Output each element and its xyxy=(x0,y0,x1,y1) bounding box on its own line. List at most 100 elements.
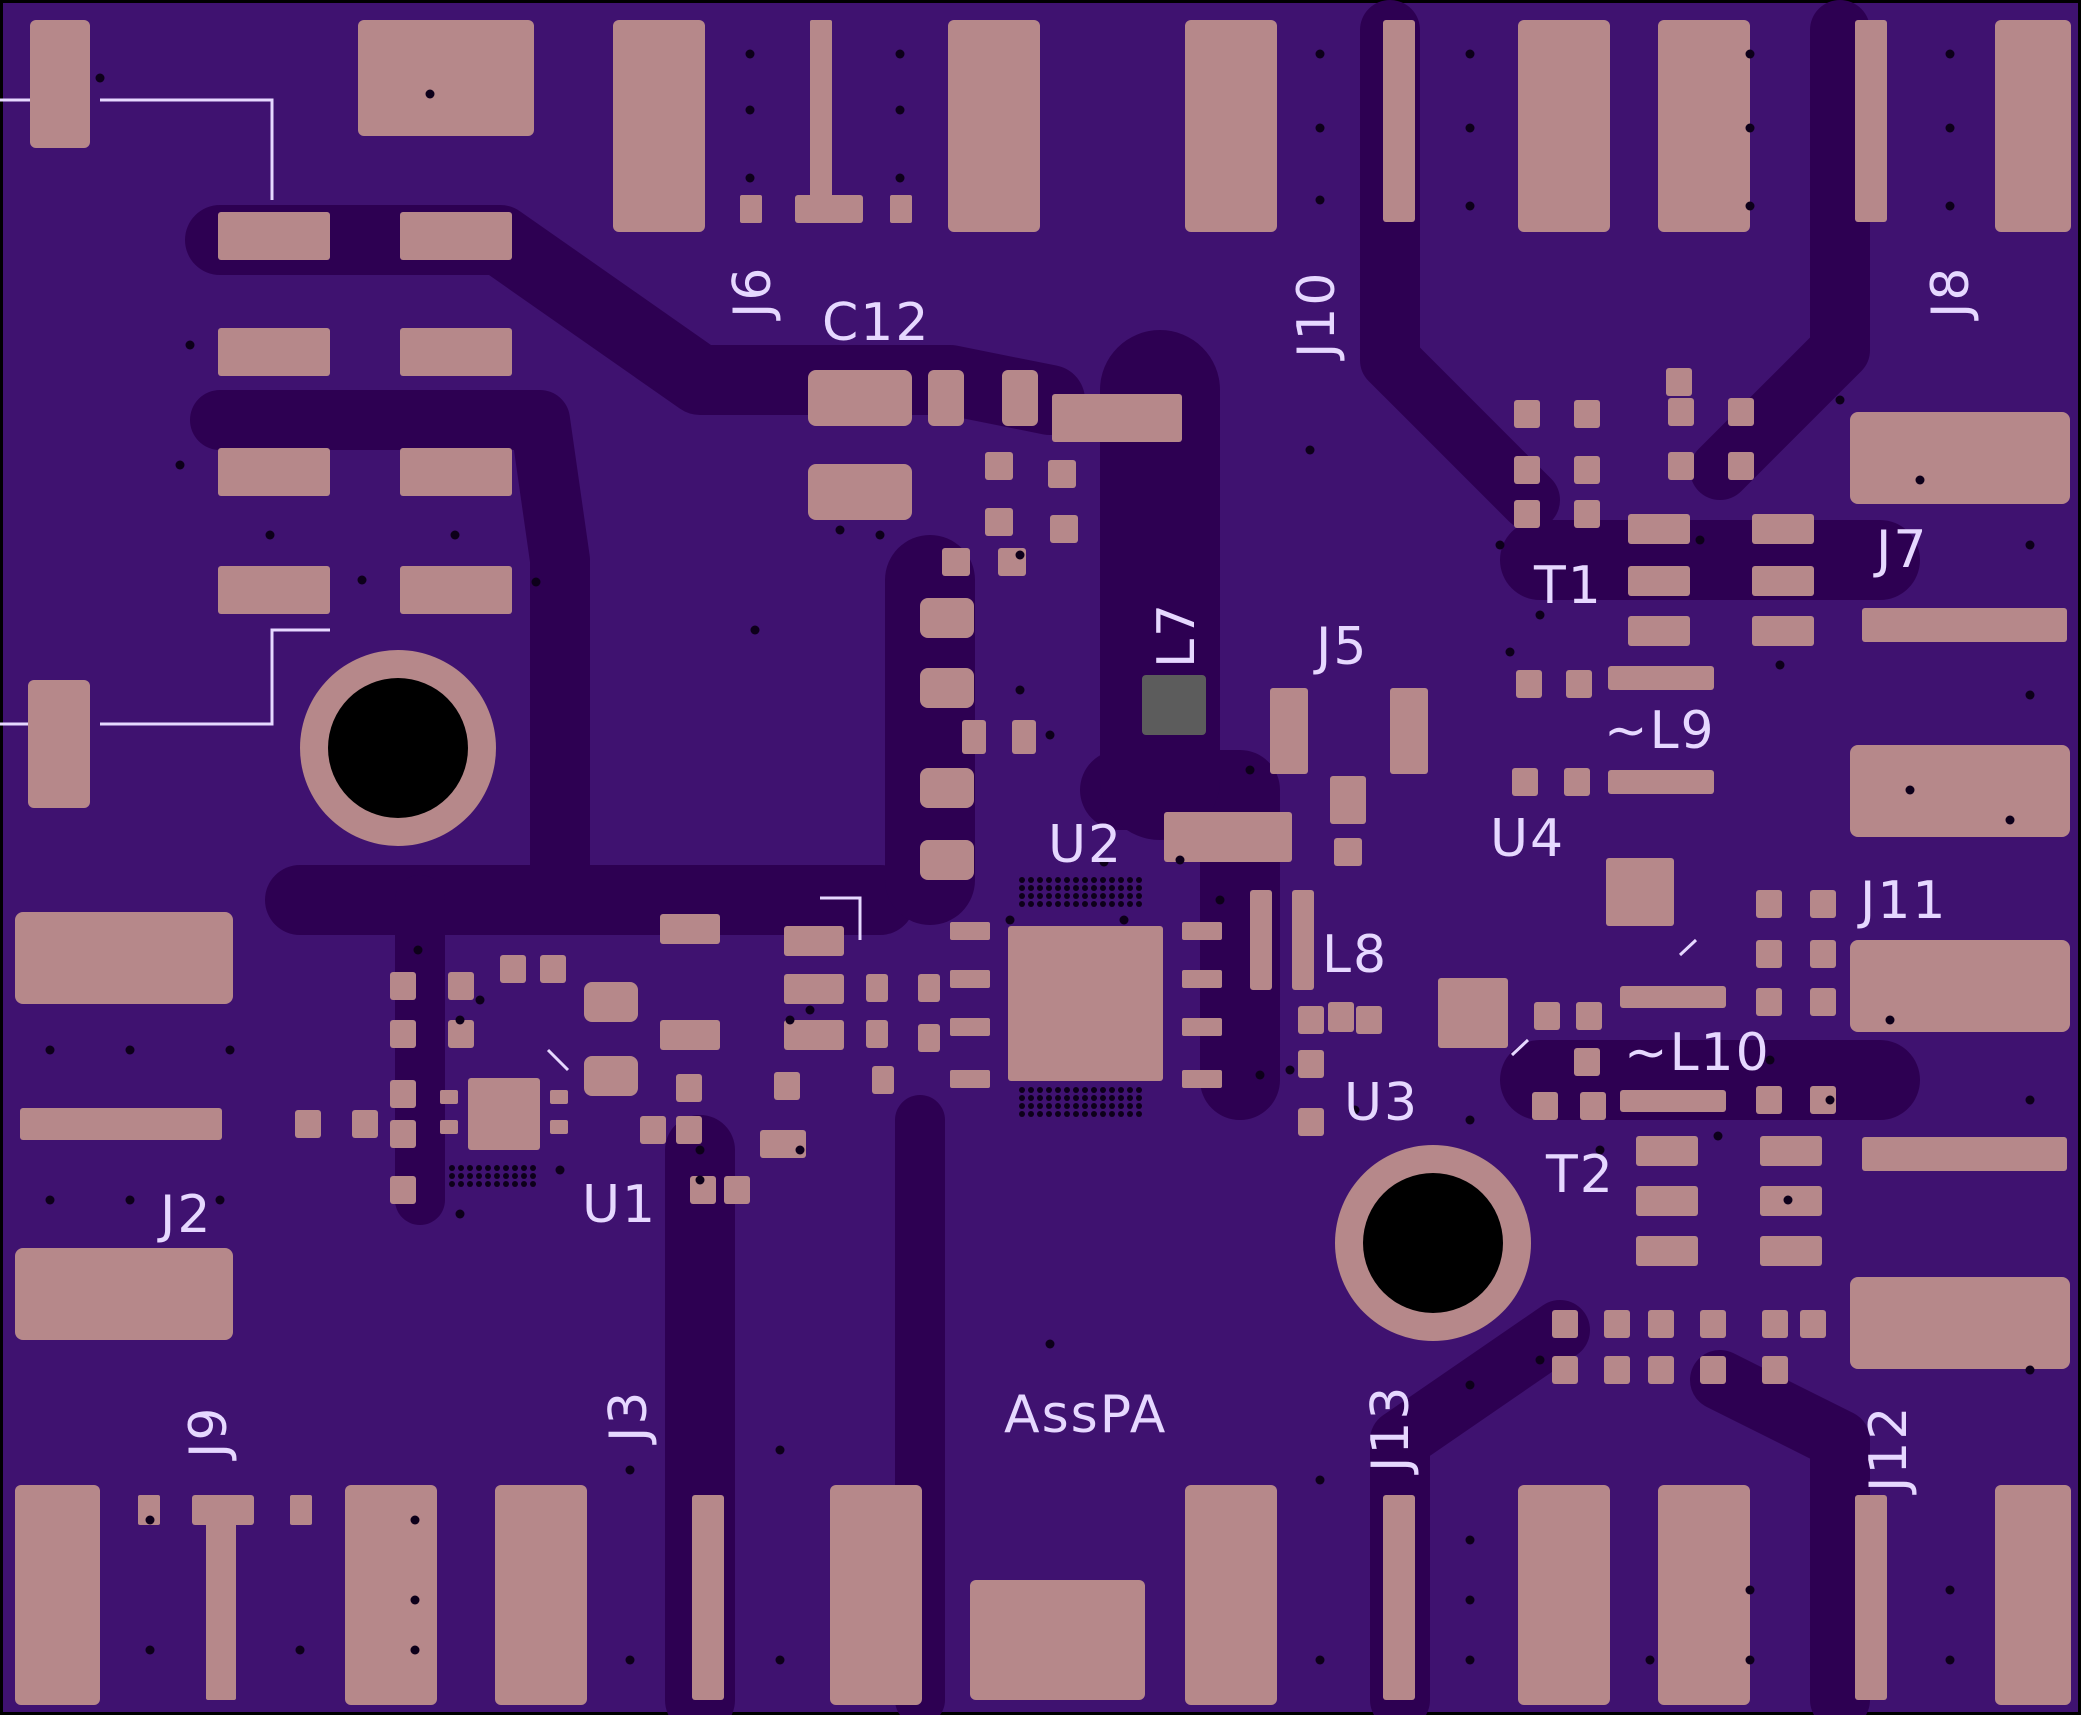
header-pad xyxy=(218,566,330,614)
smd-pad xyxy=(724,1176,750,1204)
via xyxy=(125,1195,135,1205)
via xyxy=(1073,877,1079,883)
via xyxy=(1015,550,1025,560)
u1-pin xyxy=(440,1090,458,1104)
u3-thermal-pad xyxy=(1438,978,1508,1048)
via xyxy=(1019,901,1025,907)
edge-pad-top xyxy=(1185,20,1277,232)
via xyxy=(1109,901,1115,907)
via xyxy=(1064,885,1070,891)
edge-pad-top xyxy=(948,20,1040,232)
smd-pad-round xyxy=(584,1056,638,1096)
via xyxy=(775,1655,785,1665)
via xyxy=(1073,1111,1079,1117)
t2-pad xyxy=(1760,1136,1822,1166)
via xyxy=(1028,1095,1034,1101)
smd-pad xyxy=(1552,1356,1578,1384)
smd-pad xyxy=(1298,1108,1324,1136)
label-j6: J6 xyxy=(723,266,783,321)
via xyxy=(1046,877,1052,883)
via xyxy=(1535,1355,1545,1365)
smd-pad-wide xyxy=(660,914,720,944)
via xyxy=(455,1015,465,1025)
via xyxy=(1037,1087,1043,1093)
via xyxy=(95,73,105,83)
smd-pad xyxy=(1810,890,1836,918)
via xyxy=(1082,1095,1088,1101)
via xyxy=(458,1173,464,1179)
via xyxy=(625,1655,635,1665)
via xyxy=(1045,730,1055,740)
board-name: AssPA xyxy=(1004,1385,1167,1445)
via xyxy=(1019,885,1025,891)
smd-pad-wide xyxy=(1164,812,1292,862)
via xyxy=(413,945,423,955)
edge-pad-bottom xyxy=(1185,1485,1277,1705)
via xyxy=(1073,885,1079,891)
via xyxy=(1037,1103,1043,1109)
via xyxy=(450,530,460,540)
via xyxy=(1073,1087,1079,1093)
via xyxy=(476,1165,482,1171)
via xyxy=(1109,877,1115,883)
via xyxy=(1082,885,1088,891)
via xyxy=(1015,685,1025,695)
via xyxy=(1136,877,1142,883)
via xyxy=(1082,877,1088,883)
edge-pad-top xyxy=(1995,20,2071,232)
via xyxy=(1118,893,1124,899)
via xyxy=(1045,1339,1055,1349)
edge-pad-bottom xyxy=(1995,1485,2071,1705)
via xyxy=(625,1465,635,1475)
edge-pad-right xyxy=(1850,1277,2070,1369)
edge-pad-left-wide xyxy=(15,1248,233,1340)
u2-thermal-pad xyxy=(1008,926,1163,1081)
via xyxy=(1109,1095,1115,1101)
smd-pad xyxy=(1700,1310,1726,1338)
copper-pour xyxy=(3,3,2078,1712)
smd-pad xyxy=(1762,1310,1788,1338)
vias-layer xyxy=(45,49,2035,1665)
smd-pad-round xyxy=(920,840,974,880)
via xyxy=(521,1173,527,1179)
via xyxy=(1109,1111,1115,1117)
smd-pad xyxy=(1756,890,1782,918)
smd-pad xyxy=(1668,398,1694,426)
smd-pad xyxy=(866,1020,888,1048)
l9-pad xyxy=(1608,666,1714,690)
via xyxy=(1082,1103,1088,1109)
via xyxy=(1695,535,1705,545)
label-j10: J10 xyxy=(1287,270,1347,361)
t1-pad xyxy=(1752,616,1814,646)
via xyxy=(1100,1087,1106,1093)
via xyxy=(1028,1111,1034,1117)
via xyxy=(1885,1015,1895,1025)
label-u1: U1 xyxy=(582,1175,657,1235)
smd-pad-round xyxy=(920,668,974,708)
smd-pad xyxy=(1574,400,1600,428)
via xyxy=(1118,1087,1124,1093)
via xyxy=(1082,893,1088,899)
via xyxy=(1745,1655,1755,1665)
via xyxy=(1073,901,1079,907)
via xyxy=(494,1181,500,1187)
via xyxy=(1055,901,1061,907)
via xyxy=(175,460,185,470)
via xyxy=(1091,893,1097,899)
c12-pad xyxy=(808,370,912,426)
via xyxy=(449,1173,455,1179)
l10-pad xyxy=(1620,986,1726,1008)
via xyxy=(1064,901,1070,907)
t2-pad xyxy=(1636,1136,1698,1166)
via xyxy=(1465,123,1475,133)
via xyxy=(1019,877,1025,883)
via xyxy=(1100,1103,1106,1109)
via xyxy=(425,89,435,99)
u1-pin xyxy=(550,1120,568,1134)
via xyxy=(1315,1655,1325,1665)
label-j7: J7 xyxy=(1873,520,1928,580)
label-j11: J11 xyxy=(1857,871,1948,931)
edge-pad-left xyxy=(28,680,90,808)
edge-pad-bottom xyxy=(830,1485,922,1705)
